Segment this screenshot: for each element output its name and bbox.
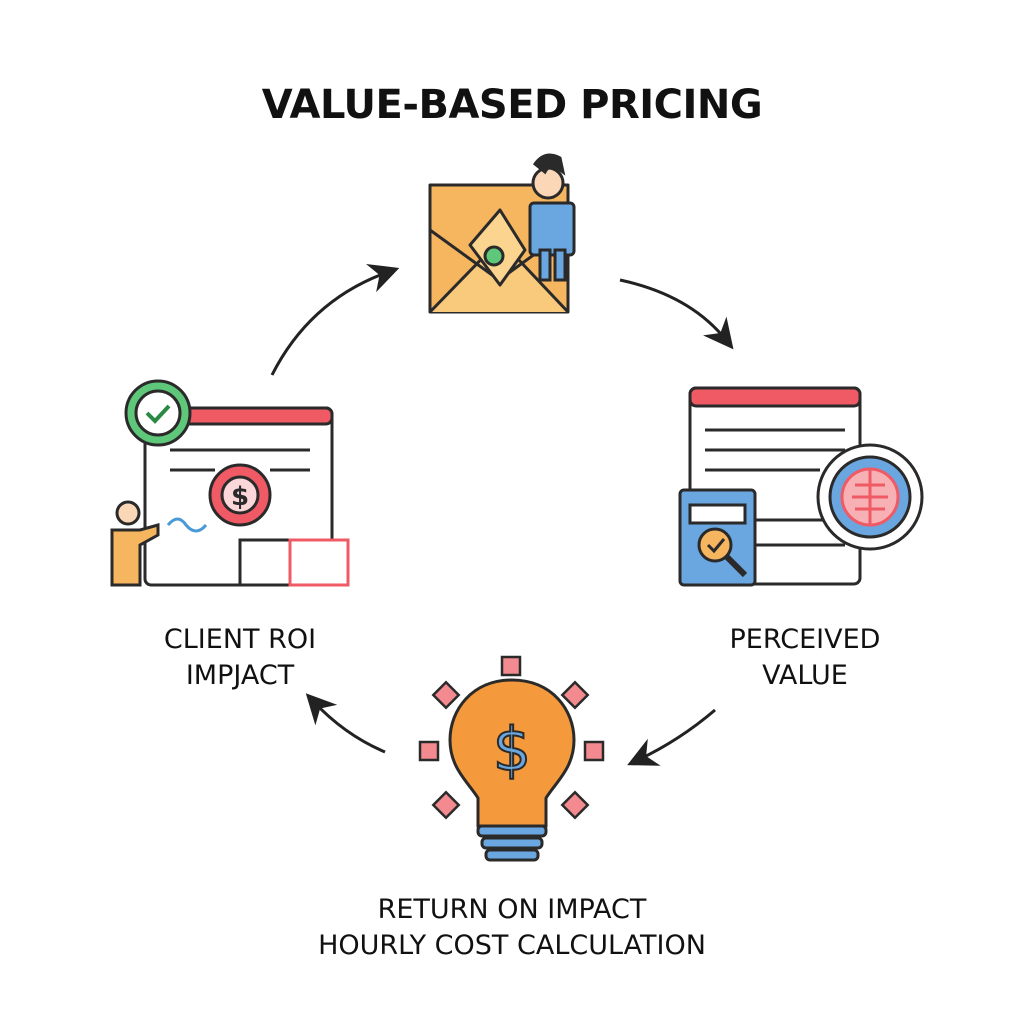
dollar-coin-icon: $ [208, 463, 272, 527]
label-perceived-value: PERCEIVED VALUE [675, 622, 935, 694]
label-client-roi-impact: CLIENT ROI IMPJACT [110, 622, 370, 694]
label-line: PERCEIVED [729, 624, 881, 655]
diagram-title: VALUE-BASED PRICING [261, 82, 763, 128]
label-return-on-impact: RETURN ON IMPACT HOURLY COST CALCULATION [262, 892, 762, 964]
label-line: VALUE [762, 660, 848, 691]
svg-text:$: $ [493, 715, 531, 785]
svg-text:$: $ [231, 482, 249, 512]
label-line: IMPJACT [185, 660, 295, 691]
sparkle-squares [418, 655, 605, 820]
arrow-top-to-right [619, 278, 734, 350]
presenter-icon [110, 500, 160, 587]
arrow-bottom-to-left [305, 693, 386, 754]
label-line: RETURN ON IMPACT [377, 894, 647, 925]
person-icon [528, 153, 576, 282]
browser-window-icon [678, 386, 862, 587]
arrow-right-to-bottom [627, 708, 716, 766]
globe-icon [816, 443, 924, 551]
arrow-left-to-top [270, 263, 400, 376]
check-icon [124, 379, 192, 447]
label-line: CLIENT ROI [163, 624, 317, 655]
label-line: HOURLY COST CALCULATION [318, 930, 706, 961]
lightbulb-dollar-icon: $ [448, 678, 576, 862]
